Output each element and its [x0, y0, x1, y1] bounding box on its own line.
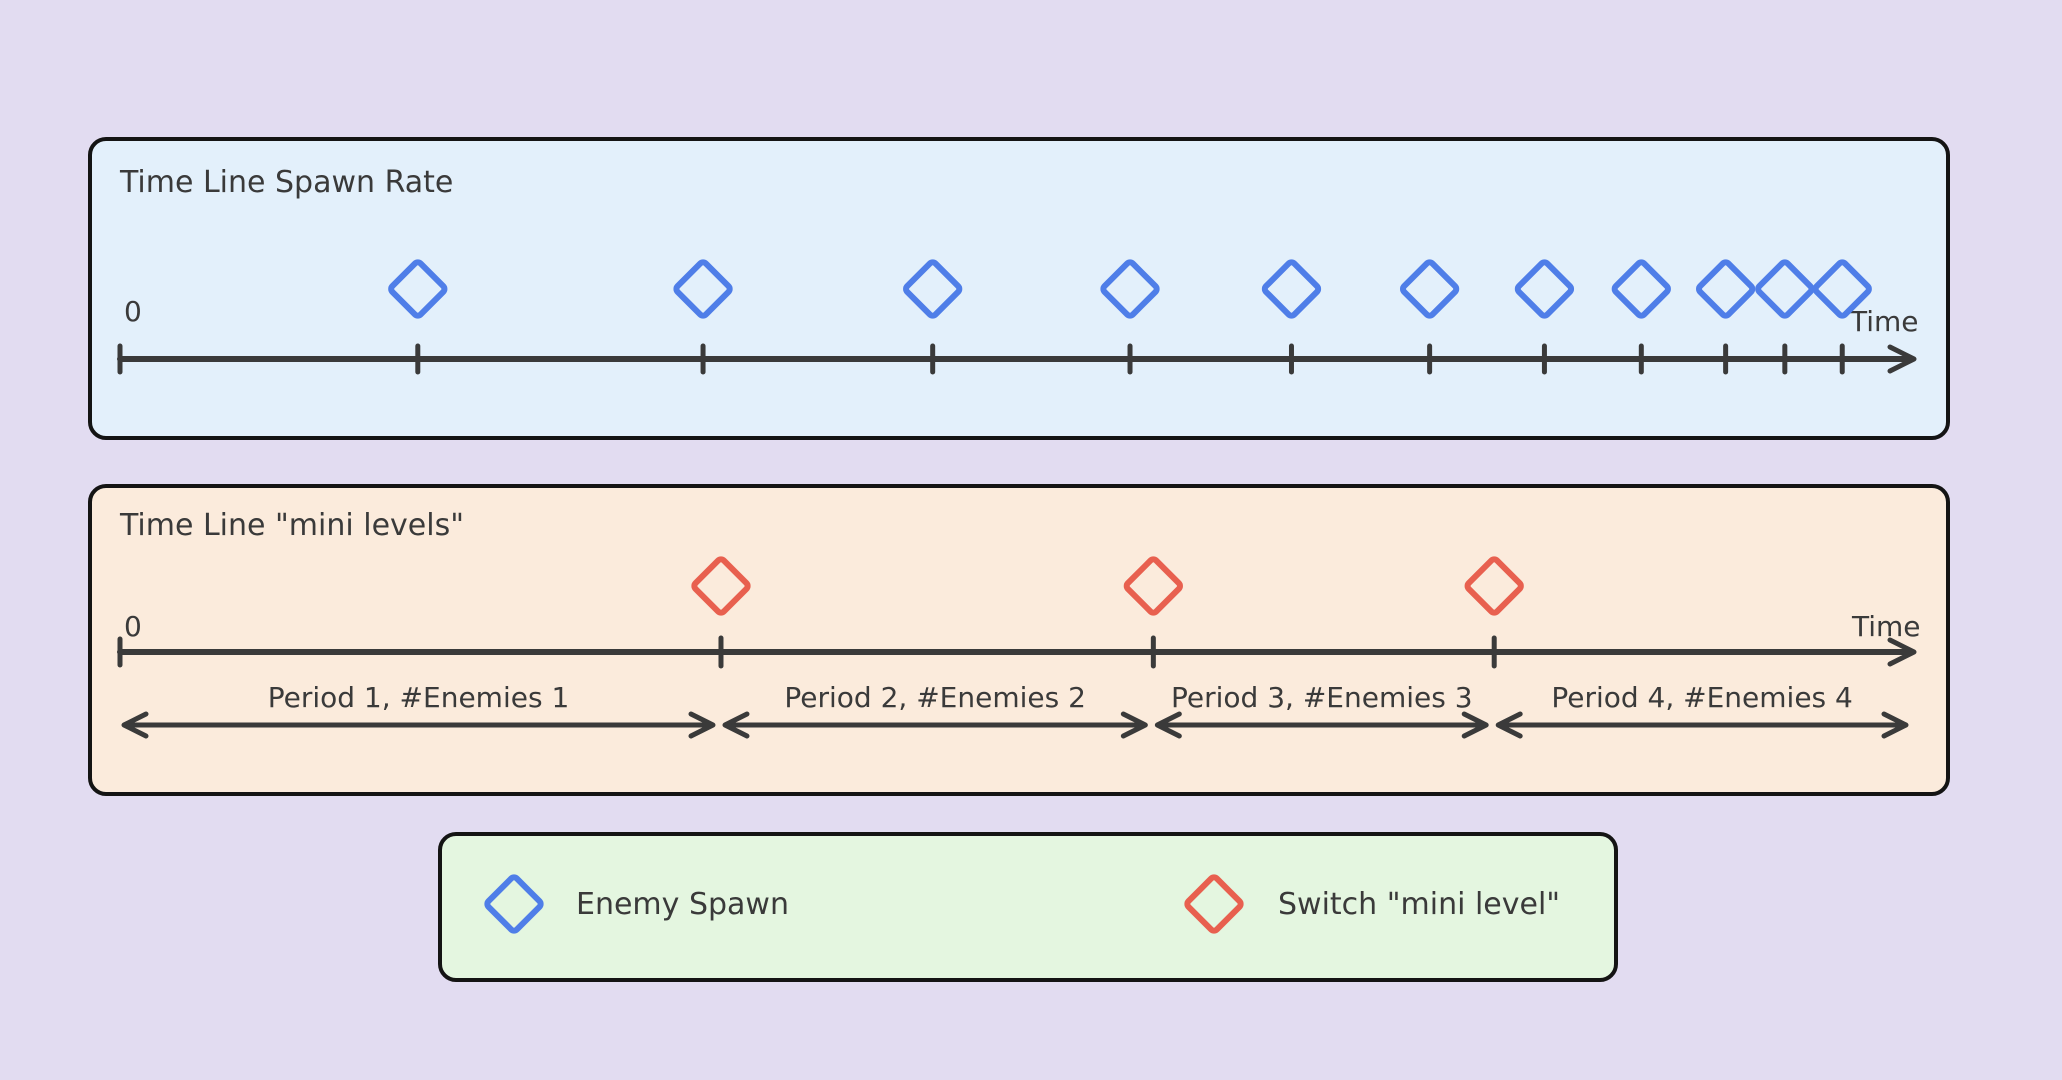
mini-levels-timeline: 0 Time Period 1, #Enemies 1 Period 2, #En… [117, 556, 1921, 739]
enemy-spawn-diamond-icon [1812, 259, 1872, 319]
period-arrow-left-icon [121, 711, 149, 739]
spawn-rate-title: Time Line Spawn Rate [120, 165, 454, 200]
period-span: Period 1, #Enemies 1 [121, 681, 716, 739]
switch-level-diamond-icon [1184, 874, 1244, 934]
period-label: Period 2, #Enemies 2 [784, 681, 1086, 714]
mini-axis-arrow-icon [1887, 637, 1917, 667]
legend-label-switch-level: Switch "mini level" [1278, 887, 1560, 922]
spawn-origin-label: 0 [124, 295, 142, 328]
enemy-spawn-diamond-icon [673, 259, 733, 319]
enemy-spawn-diamond-icon [1399, 259, 1460, 319]
switch-level-diamond-icon [691, 556, 751, 616]
enemy-spawn-diamond-icon [388, 259, 448, 319]
spawn-rate-panel: Time Line Spawn Rate 0 Time [88, 137, 1950, 440]
spawn-rate-timeline: 0 Time [117, 259, 1919, 375]
legend: Enemy Spawn Switch "mini level" [484, 874, 1560, 934]
period-arrow-left-icon [722, 711, 750, 739]
enemy-spawn-diamond-icon [1696, 259, 1756, 319]
enemy-spawn-diamond-icon [1100, 259, 1160, 319]
switch-level-diamond-icon [1123, 556, 1183, 616]
spawn-time-axis [117, 343, 1917, 375]
mini-levels-panel: Time Line "mini levels" 0 Time Period 1,… [88, 484, 1950, 796]
spawn-axis-label: Time [1849, 305, 1919, 338]
period-label: Period 4, #Enemies 4 [1551, 681, 1853, 714]
mini-axis-label: Time [1851, 610, 1921, 643]
enemy-spawn-diamond-icon [484, 874, 544, 934]
enemy-spawn-diamond-icon [903, 259, 963, 319]
mini-levels-title: Time Line "mini levels" [120, 508, 465, 543]
switch-markers [691, 556, 1524, 669]
enemy-spawn-diamond-icon [1755, 259, 1815, 319]
period-span: Period 2, #Enemies 2 [722, 681, 1148, 739]
legend-item-switch-level: Switch "mini level" [1184, 874, 1560, 934]
period-arrow-left-icon [1154, 711, 1182, 739]
switch-level-diamond-icon [1464, 556, 1524, 616]
period-span: Period 4, #Enemies 4 [1495, 681, 1909, 739]
enemy-spawn-diamond-icon [1611, 259, 1671, 319]
period-arrow-left-icon [1495, 711, 1523, 739]
legend-item-enemy-spawn: Enemy Spawn [484, 874, 789, 934]
period-arrow-right-icon [1120, 711, 1148, 739]
spawn-markers [388, 259, 1872, 375]
period-spans: Period 1, #Enemies 1 Period 2, #Enemies 2… [121, 681, 1909, 739]
mini-time-axis [117, 636, 1917, 668]
mini-origin-label: 0 [124, 610, 142, 643]
legend-label-enemy-spawn: Enemy Spawn [576, 887, 789, 922]
period-arrow-right-icon [688, 711, 716, 739]
period-arrow-right-icon [1461, 711, 1489, 739]
legend-panel: Enemy Spawn Switch "mini level" [438, 832, 1618, 982]
spawn-axis-arrow-icon [1887, 344, 1917, 374]
period-label: Period 3, #Enemies 3 [1171, 681, 1473, 714]
enemy-spawn-diamond-icon [1514, 259, 1575, 319]
enemy-spawn-diamond-icon [1261, 259, 1322, 319]
period-label: Period 1, #Enemies 1 [268, 681, 570, 714]
period-arrow-right-icon [1881, 711, 1909, 739]
period-span: Period 3, #Enemies 3 [1154, 681, 1489, 739]
